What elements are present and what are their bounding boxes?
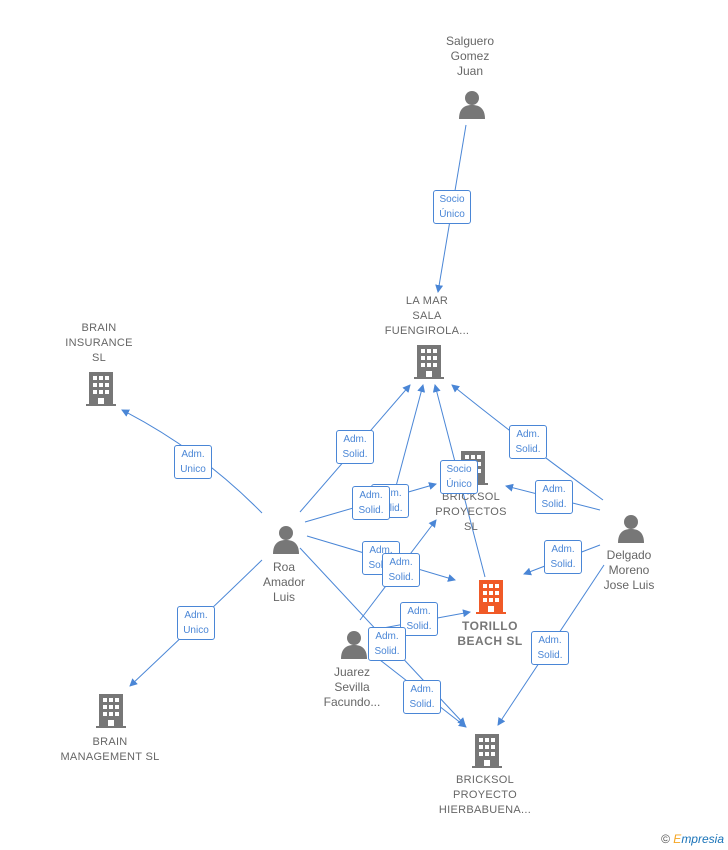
building-icon[interactable] [86, 372, 116, 406]
building-icon[interactable] [414, 345, 444, 379]
edge-label-adm-solid[interactable]: Adm. Solid. [352, 486, 390, 520]
edge-label-adm-unico[interactable]: Adm. Unico [174, 445, 212, 479]
node-label-bricksol-proyectos[interactable]: BRICKSOL PROYECTOS SL [435, 491, 507, 533]
edge-label-adm-unico[interactable]: Adm. Unico [177, 606, 215, 640]
node-label-brain-insurance[interactable]: BRAIN INSURANCE SL [65, 322, 133, 364]
brand-text: mpresia [681, 832, 724, 846]
edge-label-adm-solid[interactable]: Adm. Solid. [509, 425, 547, 459]
edge-label-socio-unico[interactable]: Socio Único [433, 190, 471, 224]
person-icon[interactable] [273, 526, 299, 554]
node-label-brain-management[interactable]: BRAIN MANAGEMENT SL [60, 736, 160, 763]
edge-label-adm-solid[interactable]: Adm. Solid. [336, 430, 374, 464]
footer-brand[interactable]: © Empresia [661, 832, 724, 846]
edge-label-adm-solid[interactable]: Adm. Solid. [535, 480, 573, 514]
building-icon[interactable] [472, 734, 502, 768]
person-icon[interactable] [618, 515, 644, 543]
node-label-roa[interactable]: Roa Amador Luis [262, 560, 306, 604]
edge-label-adm-solid[interactable]: Adm. Solid. [368, 627, 406, 661]
edge-label-socio-unico[interactable]: Socio Único [440, 460, 478, 494]
node-label-hierbabuena[interactable]: BRICKSOL PROYECTO HIERBABUENA... [438, 774, 532, 816]
node-label-delgado[interactable]: Delgado Moreno Jose Luis [603, 548, 655, 592]
node-label-juarez[interactable]: Juarez Sevilla Facundo... [323, 665, 381, 709]
brand-logo: Empresia [673, 832, 724, 846]
node-label-torillo-beach[interactable]: TORILLO BEACH SL [457, 619, 523, 648]
brand-initial: E [673, 832, 682, 846]
edge-label-adm-solid[interactable]: Adm. Solid. [531, 631, 569, 665]
building-icon[interactable] [476, 580, 506, 614]
person-icon[interactable] [341, 631, 367, 659]
person-icon[interactable] [459, 91, 485, 119]
edge-label-adm-solid[interactable]: Adm. Solid. [382, 553, 420, 587]
edge-label-adm-solid[interactable]: Adm. Solid. [403, 680, 441, 714]
node-label-salguero[interactable]: Salguero Gomez Juan [445, 34, 495, 78]
building-icon[interactable] [96, 694, 126, 728]
edge-label-adm-solid[interactable]: Adm. Solid. [544, 540, 582, 574]
edge-juarez-lamar [394, 384, 426, 491]
copyright-icon: © [661, 832, 670, 846]
node-label-la-mar[interactable]: LA MAR SALA FUENGIROLA... [384, 295, 470, 337]
edge-label-adm-solid[interactable]: Adm. Solid. [400, 602, 438, 636]
